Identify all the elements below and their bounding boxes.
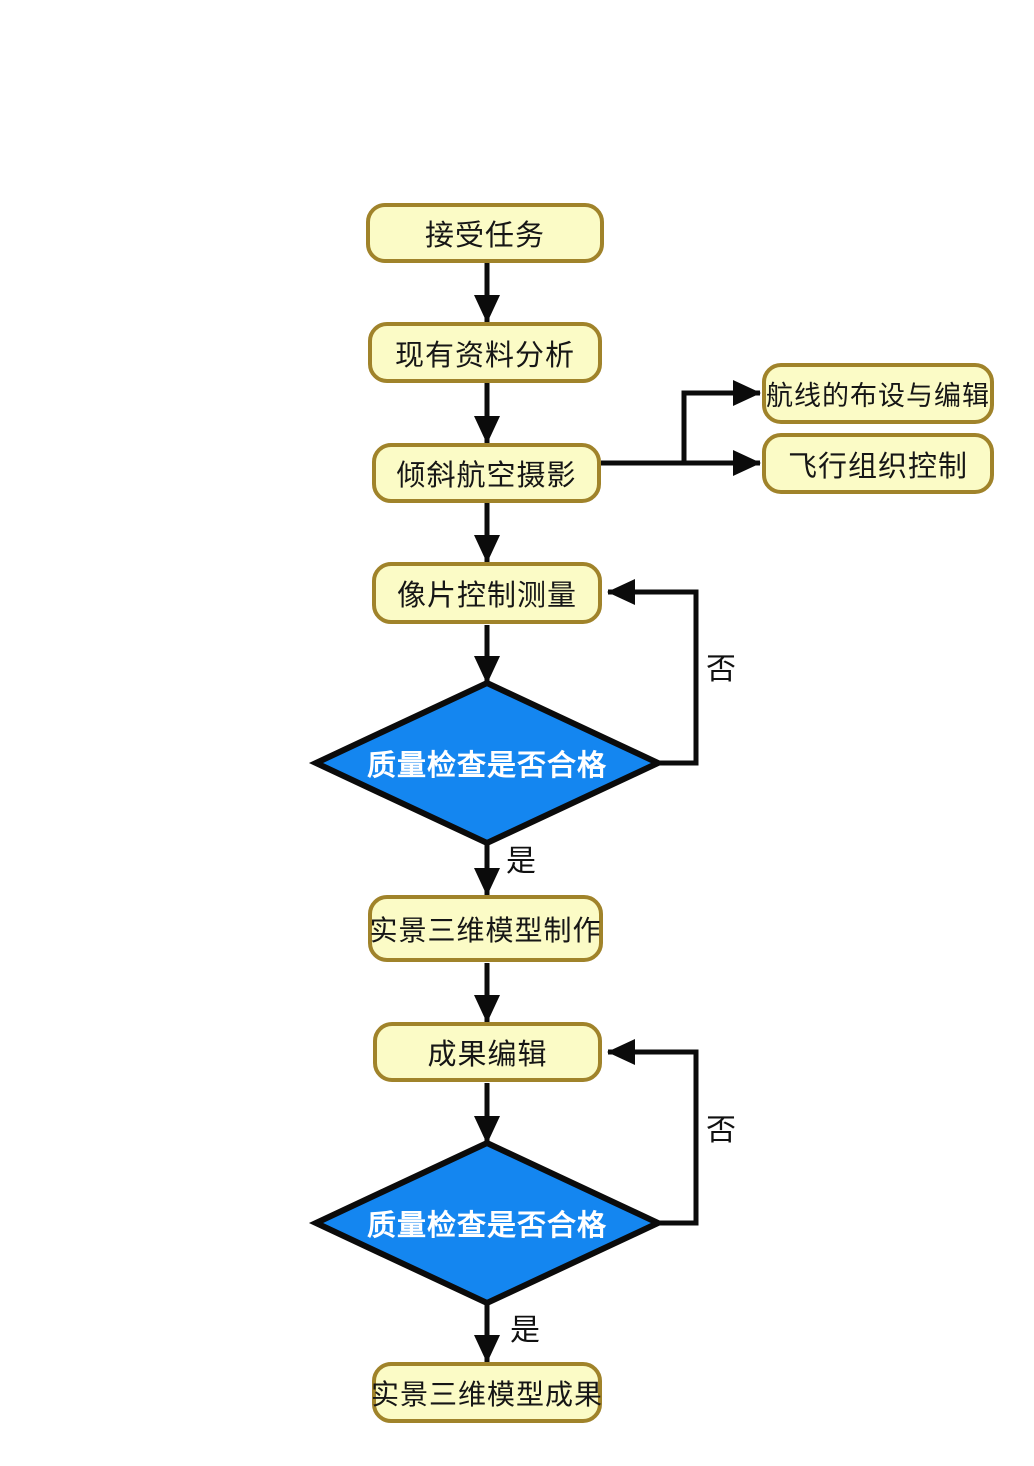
node-real-scene-3d-model-production-label: 实景三维模型制作 (369, 914, 602, 946)
node-photo-control-survey-label: 像片控制测量 (396, 580, 577, 612)
node-oblique-aerial-photography: 倾斜航空摄影 (372, 443, 601, 503)
edge-label-no-1: 否 (706, 653, 736, 686)
edge-label-yes-2: 是 (510, 1314, 540, 1347)
node-real-scene-3d-model-result: 实景三维模型成果 (371, 1362, 604, 1423)
node-real-scene-3d-model-production: 实景三维模型制作 (368, 895, 603, 962)
decision-quality-check-2-label: 质量检查是否合格 (366, 1210, 607, 1242)
node-flight-organization-control: 飞行组织控制 (762, 433, 994, 494)
node-route-layout-and-editing: 航线的布设与编辑 (762, 363, 994, 424)
node-route-layout-and-editing-label: 航线的布设与编辑 (766, 381, 990, 411)
decision-quality-check-2-shape (308, 1139, 666, 1307)
arrow-photography-to-routelayout (681, 380, 761, 463)
node-existing-data-analysis-label: 现有资料分析 (394, 339, 575, 372)
node-oblique-aerial-photography-label: 倾斜航空摄影 (396, 460, 577, 492)
node-accept-task-label: 接受任务 (424, 220, 545, 252)
node-existing-data-analysis: 现有资料分析 (368, 322, 602, 383)
decision-quality-check-1-shape (308, 679, 666, 847)
node-flight-organization-control-label: 飞行组织控制 (787, 450, 968, 483)
node-accept-task: 接受任务 (366, 203, 604, 263)
edge-label-yes-1: 是 (506, 845, 536, 878)
arrow-check2-no-loop (607, 1039, 699, 1226)
node-real-scene-3d-model-result-label: 实景三维模型成果 (371, 1378, 604, 1410)
decision-quality-check-1-label: 质量检查是否合格 (366, 750, 607, 782)
node-photo-control-survey: 像片控制测量 (372, 562, 602, 624)
edge-label-no-2: 否 (706, 1114, 736, 1147)
arrow-check1-no-loop (607, 579, 699, 766)
node-result-editing-label: 成果编辑 (427, 1039, 548, 1071)
node-result-editing: 成果编辑 (373, 1022, 602, 1082)
